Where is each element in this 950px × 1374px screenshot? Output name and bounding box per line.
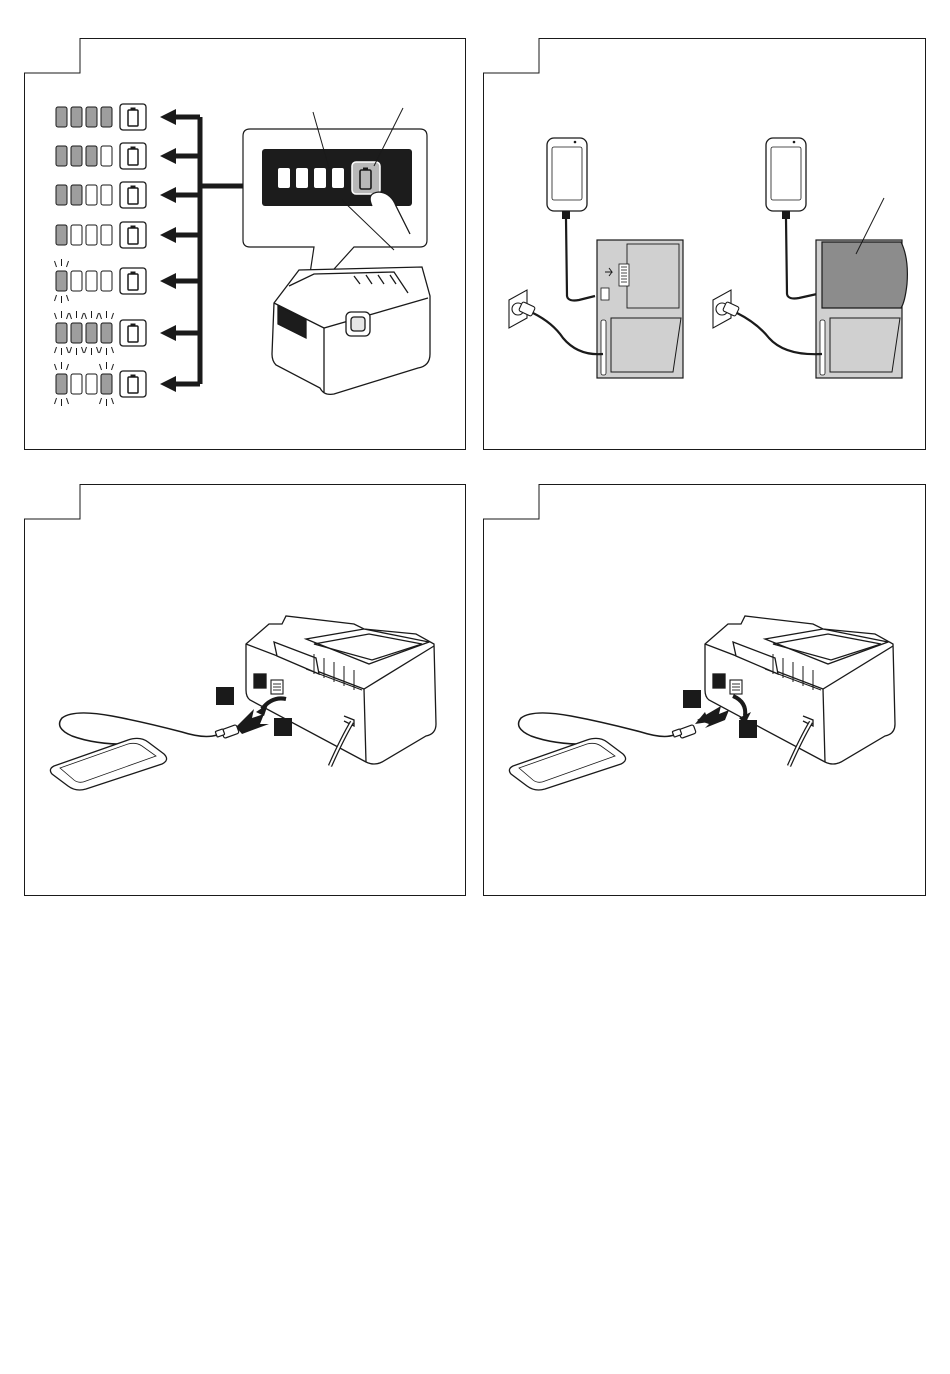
- led: [101, 374, 112, 394]
- led: [101, 146, 112, 166]
- battery-icon: [120, 143, 146, 169]
- led: [101, 271, 112, 291]
- figure-3-panel: [24, 484, 466, 896]
- figure-2-drawing: [483, 38, 926, 450]
- step-marker: [739, 720, 757, 738]
- usb-plug-icon: [672, 725, 696, 739]
- led-row: [56, 182, 146, 208]
- arrow-left-icon: [160, 109, 176, 392]
- indicator-arrows: [172, 117, 244, 384]
- step-marker: [683, 690, 701, 708]
- charger-iso: [705, 616, 895, 766]
- led-row: [56, 104, 146, 130]
- led: [71, 107, 82, 127]
- smartphone-icon: [547, 138, 587, 211]
- led: [56, 271, 67, 291]
- battery-icon: [120, 371, 146, 397]
- display-led: [296, 168, 308, 188]
- display-led: [278, 168, 290, 188]
- led: [56, 225, 67, 245]
- figure-4-drawing: [483, 484, 926, 896]
- led: [71, 323, 82, 343]
- led: [86, 323, 97, 343]
- display-led: [314, 168, 326, 188]
- led: [71, 271, 82, 291]
- usb-plug-icon: [215, 725, 239, 739]
- figure-1-drawing: [24, 38, 466, 450]
- figure-4-panel: [483, 484, 926, 896]
- battery-on-charger: [822, 242, 907, 308]
- led: [56, 185, 67, 205]
- step-marker: [274, 718, 292, 736]
- led-row: [55, 259, 147, 303]
- led: [56, 146, 67, 166]
- setup-charger-with-battery: [713, 138, 907, 378]
- battery-icon: [120, 182, 146, 208]
- battery-icon: [120, 222, 146, 248]
- step-marker: [216, 687, 234, 705]
- led: [86, 374, 97, 394]
- figure-3-drawing: [24, 484, 466, 896]
- led: [101, 225, 112, 245]
- led: [86, 146, 97, 166]
- battery-icon: [120, 320, 146, 346]
- setup-charger-only: [509, 138, 683, 378]
- led: [71, 374, 82, 394]
- led-rows: [55, 104, 147, 406]
- led: [86, 271, 97, 291]
- led: [71, 185, 82, 205]
- led: [71, 146, 82, 166]
- smartphone-icon: [766, 138, 806, 211]
- led-row: [56, 222, 146, 248]
- smartphone-icon: [509, 738, 625, 790]
- figure-2-panel: [483, 38, 926, 450]
- led: [101, 323, 112, 343]
- led: [86, 185, 97, 205]
- wall-socket-icon: [713, 290, 739, 328]
- led: [71, 225, 82, 245]
- wall-socket-icon: [509, 290, 535, 328]
- led-row: [56, 143, 146, 169]
- display-led: [332, 168, 344, 188]
- led: [86, 107, 97, 127]
- battery-icon: [120, 268, 146, 294]
- led: [56, 323, 67, 343]
- charger-iso: [246, 616, 436, 766]
- led: [56, 374, 67, 394]
- led: [86, 225, 97, 245]
- led: [101, 107, 112, 127]
- battery-icon: [120, 104, 146, 130]
- led: [56, 107, 67, 127]
- led: [101, 185, 112, 205]
- figure-1-panel: [24, 38, 466, 450]
- smartphone-icon: [50, 738, 166, 790]
- battery-pack: [272, 267, 430, 394]
- led-row: [55, 311, 147, 355]
- led-row: [55, 362, 147, 406]
